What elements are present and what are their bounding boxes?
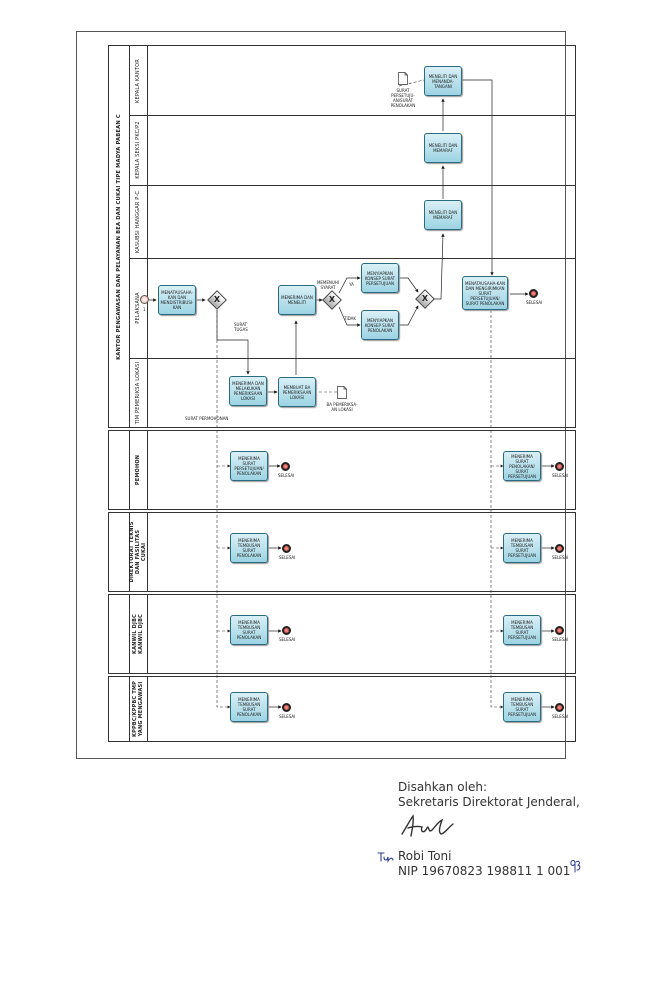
pool-direktorat-teknis: DIREKTORAT TEKNIS DAN FASILITAS CUKAI: [108, 512, 576, 592]
end-event: [282, 703, 291, 712]
pool-header: [109, 513, 130, 591]
lane-divider: [129, 258, 575, 259]
lane-header-tim-pemeriksa: TIM PEMERIKSA LOKASI: [129, 358, 148, 427]
label-selesai: SELESAI: [552, 637, 569, 642]
label-surat-tugas: SURAT TUGAS: [234, 322, 248, 332]
task-kppbc-menerima-tembusan-penolakan: MENERIMA TEMBUSAN SURAT PENOLAKAN: [230, 692, 268, 722]
lane-header-kepala-seksi: KEPALA SEKSI PKC/P2: [129, 115, 148, 185]
lane-header-kepala-kantor: KEPALA KANTOR: [129, 46, 148, 115]
label-ya: YA: [349, 282, 354, 287]
paraf-initial-left: [377, 852, 394, 863]
end-event: [529, 289, 538, 298]
approval-caption: Disahkan oleh:: [398, 780, 488, 794]
end-event: [555, 462, 564, 471]
label-surat-persetujuan-doc: SURAT PERSETUJU-AN/SURAT PENOLAKAN: [390, 88, 416, 108]
task-membuat-ba: MEMBUAT BA PEMERIKSAAN LOKASI: [278, 377, 316, 407]
start-event: [140, 295, 149, 304]
lane-header: KANWIL DJBC KANWIL DJBC: [129, 595, 148, 673]
label-selesai: SELESAI: [279, 637, 296, 642]
task-menerima-meneliti: MENERIMA DAN MENELITI: [278, 285, 316, 315]
lane-header: DIREKTORAT TEKNIS DAN FASILITAS CUKAI: [129, 513, 148, 591]
lane-divider: [129, 185, 575, 186]
approver-name: Robi Toni: [398, 849, 452, 863]
start-event-number: 1: [143, 307, 146, 312]
label-selesai: SELESAI: [279, 714, 296, 719]
task-kanwil-menerima-tembusan-persetujuan: MENERIMA TEMBUSAN SURAT PERSETUJUAN: [503, 615, 541, 645]
end-event: [555, 544, 564, 553]
gateway-x-icon: X: [421, 294, 429, 303]
label-surat-permohonan: SURAT PERMOHONAN: [185, 416, 229, 421]
end-event: [555, 703, 564, 712]
label-ba-pemeriksaan: BA PEMERIKSA-AN LOKASI: [326, 402, 358, 412]
end-event: [282, 626, 291, 635]
task-menerima-melakukan-pemeriksaan: MENERIMA DAN MELAKUKAN PEMERIKSAAN LOKAS…: [229, 376, 267, 406]
label-selesai: SELESAI: [552, 555, 569, 560]
lane-divider: [129, 358, 575, 359]
pool-pemohon: PEMOHON: [108, 430, 576, 510]
task-meneliti-menandatangani: MENELITI DAN MENANDA-TANGANI: [424, 66, 462, 96]
pool-kppbc-madya: KANTOR PENGAWASAN DAN PELAYANAN BEA DAN …: [108, 45, 576, 428]
task-menyiapkan-penolakan: MENYIAPKAN KONSEP SURAT PENOLAKAN: [361, 310, 399, 340]
lane-header-kasubsi: KASUBSI HANGGAR P-C: [129, 185, 148, 258]
task-kppbc-menerima-tembusan-persetujuan: MENERIMA TEMBUSAN SURAT PERSETUJUAN: [503, 692, 541, 722]
approver-title: Sekretaris Direktorat Jenderal,: [398, 795, 580, 809]
lane-header: PEMOHON: [129, 431, 148, 509]
task-kanwil-menerima-tembusan-penolakan: MENERIMA TEMBUSAN SURAT PENOLAKAN: [230, 615, 268, 645]
label-memenuhi-syarat: MEMENUHI SYARAT: [316, 280, 340, 290]
task-dit-menerima-tembusan-persetujuan: MENERIMA TEMBUSAN SURAT PERSETUJUAN: [503, 533, 541, 563]
label-tidak: TIDAK: [344, 316, 356, 321]
task-menatausahakan-mendistribusikan: MENATAUSAHA-KAN DAN MENDISTRIBUSI-KAN: [158, 285, 196, 315]
lane-header-pelaksana: PELAKSANA: [129, 258, 148, 358]
end-event: [282, 544, 291, 553]
gateway-x-icon: X: [213, 295, 221, 304]
gateway-x-icon: X: [328, 295, 336, 304]
task-menatausahakan-mengirimkan: MENATAUSAHA-KAN DAN MENGIRIMKAN SURAT PE…: [462, 276, 508, 310]
task-pemohon-menerima-penolakan: MENERIMA SURAT PENOLAKAN/ SURAT PERSETUJ…: [503, 451, 541, 481]
label-selesai: SELESAI: [279, 555, 296, 560]
pool-header: [109, 677, 130, 741]
document-ba-icon: [337, 386, 347, 399]
task-meneliti-memaraf-kasubsi: MENELITI DAN MEMARAF: [424, 200, 462, 230]
label-selesai: SELESAI: [278, 473, 295, 478]
label-selesai: SELESAI: [552, 473, 569, 478]
task-pemohon-menerima-persetujuan: MENERIMA SURAT PERSETUJUAN/ PENOLAKAN: [230, 451, 268, 481]
task-meneliti-memaraf-kepala-seksi: MENELITI DAN MEMARAF: [424, 133, 462, 163]
pool-header: KANTOR PENGAWASAN DAN PELAYANAN BEA DAN …: [109, 46, 130, 427]
pool-kppbc: KPPBC/KPPBC TMP YANG MENGAWASI: [108, 676, 576, 742]
label-selesai: SELESAI: [526, 300, 543, 305]
pool-header: [109, 595, 130, 673]
task-menyiapkan-persetujuan: MENYIAPKAN KONSEP SURAT PERSETUJUAN: [361, 263, 399, 293]
paraf-initial-right: [570, 860, 581, 873]
lane-divider: [129, 115, 575, 116]
document-surat-persetujuan-icon: [398, 72, 408, 85]
pool-header: [109, 431, 130, 509]
pool-kanwil: KANWIL DJBC KANWIL DJBC: [108, 594, 576, 674]
approver-nip: NIP 19670823 198811 1 001: [398, 864, 571, 878]
label-selesai: SELESAI: [552, 714, 569, 719]
lane-header: KPPBC/KPPBC TMP YANG MENGAWASI: [129, 677, 148, 741]
handwritten-signature: [401, 814, 454, 837]
end-event: [281, 462, 290, 471]
end-event: [555, 626, 564, 635]
task-dit-menerima-tembusan-penolakan: MENERIMA TEMBUSAN SURAT PENOLAKAN: [230, 533, 268, 563]
document-frame: [76, 31, 566, 759]
